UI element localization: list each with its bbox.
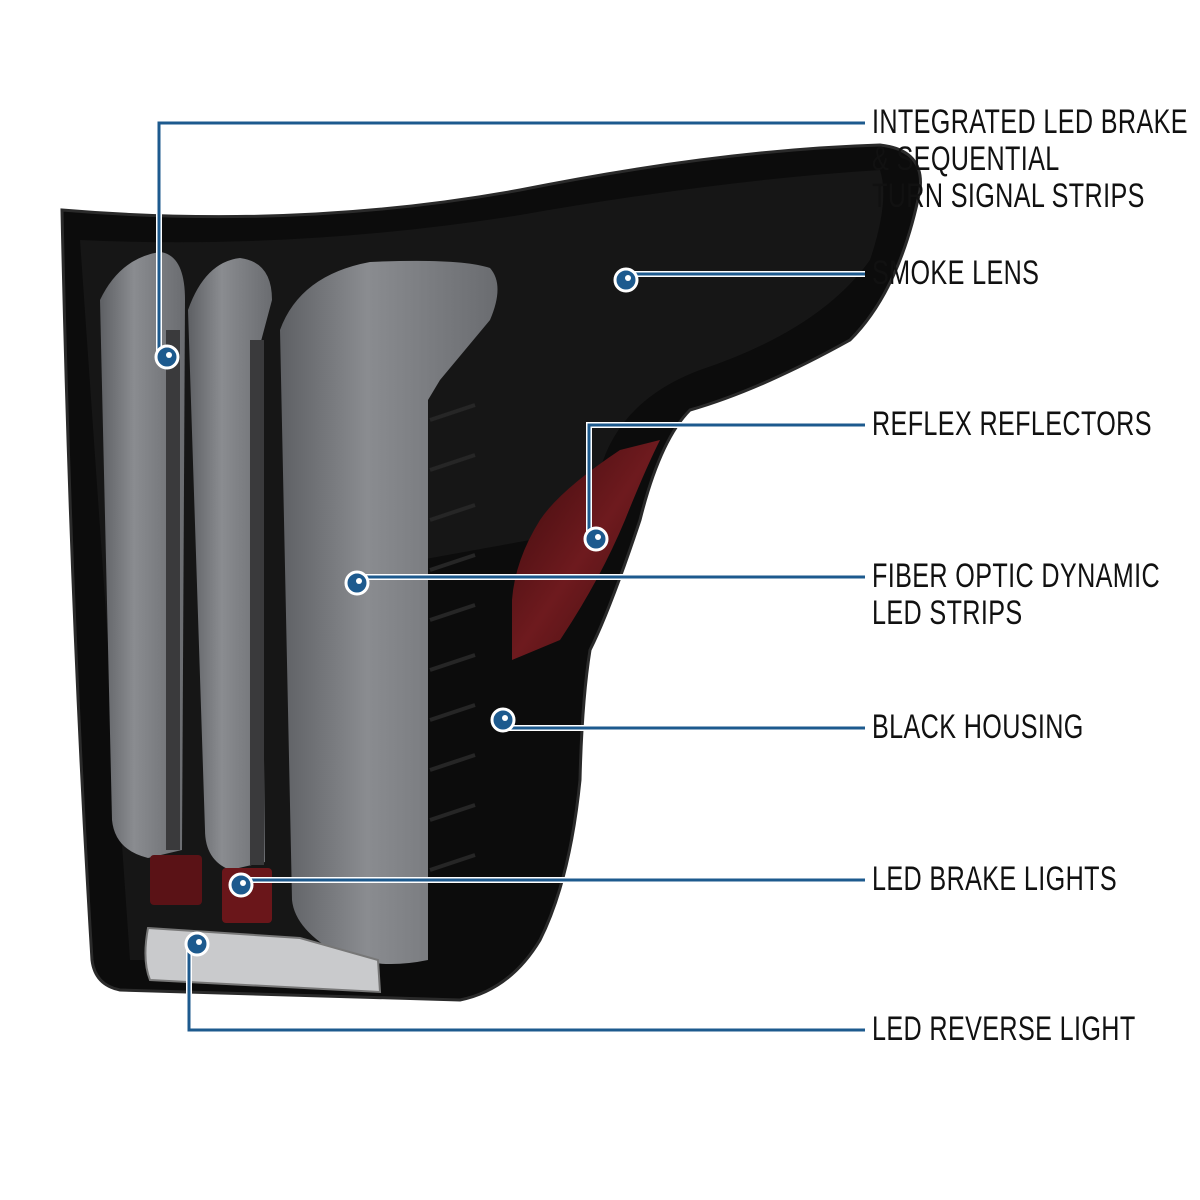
label-line: SMOKE LENS <box>872 254 1040 292</box>
label-line: TURN SIGNAL STRIPS <box>872 177 1145 215</box>
housing-ribs <box>429 403 476 872</box>
callout-dot <box>583 526 609 552</box>
callout-dot <box>228 872 254 898</box>
callout-label-fiber-optic: FIBER OPTIC DYNAMIC LED STRIPS <box>872 558 1160 632</box>
reflex-reflector <box>512 440 660 660</box>
label-line: LED STRIPS <box>872 594 1023 632</box>
label-line: REFLEX REFLECTORS <box>872 405 1152 443</box>
callout-label-reflex-reflectors: REFLEX REFLECTORS <box>872 406 1152 443</box>
callout-lines <box>156 120 865 1033</box>
callout-dot <box>184 931 210 957</box>
callout-dots <box>154 267 639 957</box>
fiber-optic-strip <box>280 260 498 964</box>
label-line: LED REVERSE LIGHT <box>872 1010 1136 1048</box>
callout-dot <box>344 570 370 596</box>
callout-line-integrated-led <box>157 121 865 357</box>
callout-label-led-brake-lights: LED BRAKE LIGHTS <box>872 861 1117 898</box>
callout-label-integrated-led: INTEGRATED LED BRAKE & SEQUENTIAL TURN S… <box>872 104 1188 215</box>
callout-dot <box>490 707 516 733</box>
led-brake-light-left <box>150 855 202 905</box>
callout-label-black-housing: BLACK HOUSING <box>872 709 1084 746</box>
label-line: & SEQUENTIAL <box>872 140 1060 178</box>
callout-label-led-reverse-light: LED REVERSE LIGHT <box>872 1011 1136 1048</box>
callout-line-reflex-reflectors <box>587 423 865 539</box>
strip-texture-2 <box>250 340 264 865</box>
label-line: INTEGRATED LED BRAKE <box>872 103 1188 141</box>
callout-dot <box>613 267 639 293</box>
callout-line-led-reverse-light <box>187 944 865 1032</box>
strip-texture-1 <box>166 330 180 850</box>
led-strip-1 <box>100 252 185 858</box>
label-line: FIBER OPTIC DYNAMIC <box>872 557 1161 595</box>
label-line: LED BRAKE LIGHTS <box>872 860 1118 898</box>
label-line: BLACK HOUSING <box>872 708 1084 746</box>
callout-dot <box>154 344 180 370</box>
callout-label-smoke-lens: SMOKE LENS <box>872 255 1039 292</box>
